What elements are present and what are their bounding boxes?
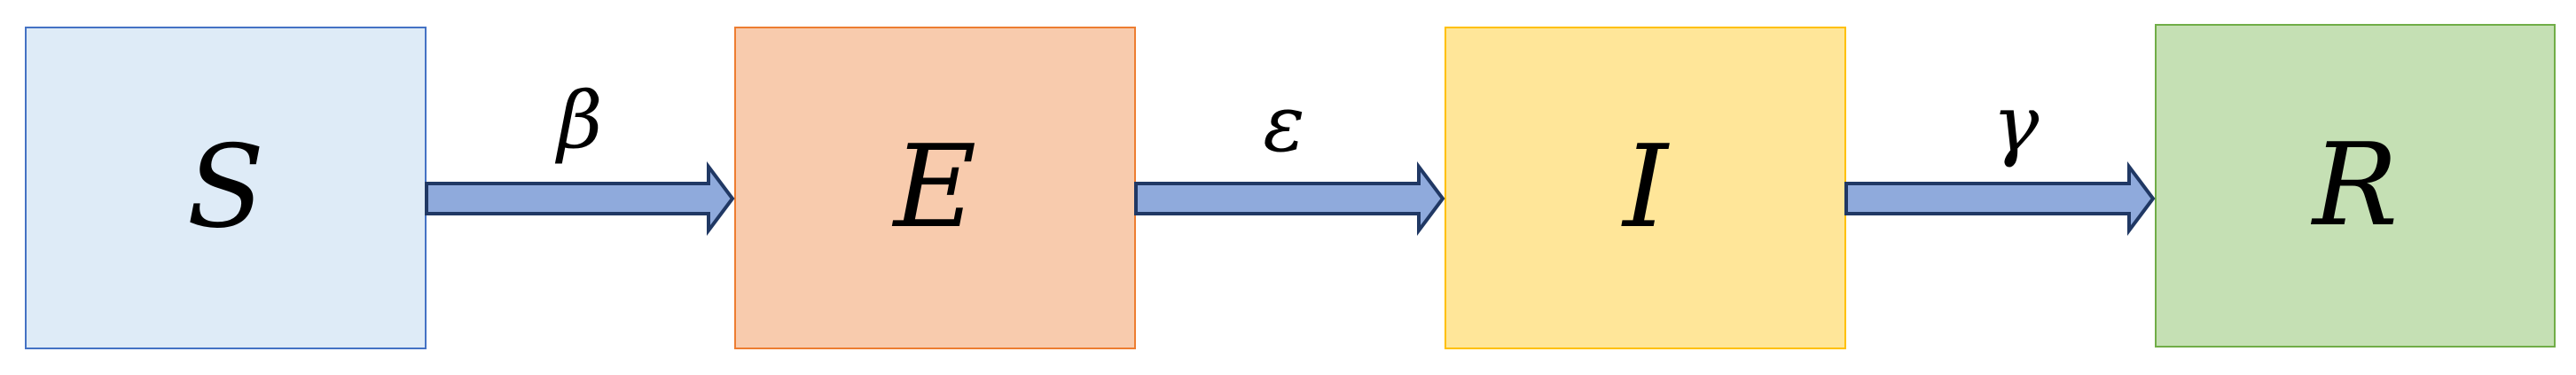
arrow-i-to-r — [1844, 161, 2156, 236]
arrow-e-to-i-shape — [1134, 161, 1445, 236]
arrow-i-to-r-shape — [1844, 161, 2156, 236]
rate-epsilon-label: ε — [1263, 78, 1305, 169]
compartment-e-label: E — [893, 121, 977, 254]
rate-gamma-label: γ — [1992, 78, 2040, 169]
compartment-e-box: E — [734, 27, 1136, 349]
compartment-s-label: S — [186, 121, 265, 254]
compartment-r-box: R — [2155, 24, 2556, 348]
arrow-s-to-e-shape — [425, 161, 735, 236]
compartment-i-box: I — [1445, 27, 1846, 349]
arrow-e-to-i — [1134, 161, 1445, 236]
rate-beta-label: β — [557, 74, 603, 166]
arrow-s-to-e — [425, 161, 735, 236]
compartment-i-label: I — [1623, 121, 1668, 254]
compartment-r-label: R — [2312, 119, 2399, 252]
compartment-s-box: S — [25, 27, 427, 349]
